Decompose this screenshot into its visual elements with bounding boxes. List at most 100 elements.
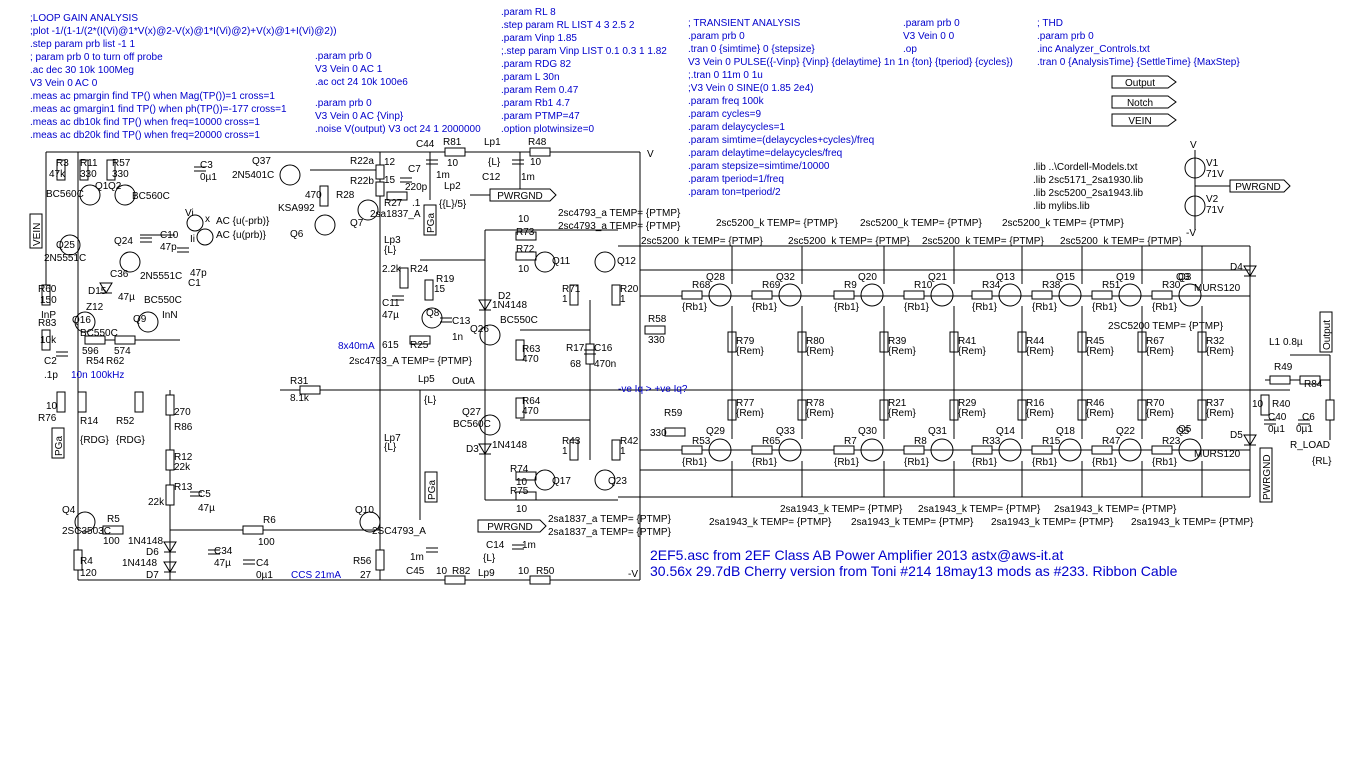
svg-text:10: 10 [530,157,542,168]
pwrgnd-flag-top-label: PWRGND [497,191,543,202]
svg-text:C5: C5 [198,489,211,500]
svg-text:1: 1 [620,446,626,457]
capacitors [56,159,1310,565]
lower-emitter-resistor-value: {Rem} [736,408,764,419]
svg-text:330: 330 [112,169,129,180]
svg-text:47p: 47p [190,268,207,279]
svg-text:C40: C40 [1268,412,1287,423]
upper-transistor [930,283,954,307]
svg-text:C4: C4 [256,558,269,569]
upper-emitter-resistor-label: R80 [806,336,825,347]
pga-flag-left-label: PGa [54,436,65,456]
svg-text:2N5551C: 2N5551C [140,271,182,282]
lower-emitter-resistor-value: {Rem} [888,408,916,419]
svg-text:C16: C16 [594,343,613,354]
output-device-notes: 2sc5200_k TEMP= {PTMP} 2sc5200_k TEMP= {P… [641,218,1254,528]
svg-text:R3: R3 [56,158,69,169]
lower-base-resistor-value: {Rb1} [834,457,860,468]
svg-text:1: 1 [620,294,626,305]
svg-text:V: V [1190,140,1197,151]
svg-text:C45: C45 [406,566,425,577]
pwrgnd-flag-vertical [1259,447,1273,503]
upper-base-resistor-value: {Rb1} [752,302,778,313]
lower-transistor [1058,438,1082,462]
lower-transistor [778,438,802,462]
svg-text:615: 615 [382,340,399,351]
upper-emitter-resistor-value: {Rem} [958,346,986,357]
svg-text:{RDG}: {RDG} [80,435,110,446]
svg-text:Q2: Q2 [108,181,122,192]
svg-text:R5: R5 [107,514,120,525]
svg-text:D7: D7 [146,570,159,581]
svg-text:Q11: Q11 [552,256,571,267]
svg-text:R75: R75 [510,486,529,497]
lower-transistor-label: Q33 [776,426,795,437]
svg-text:Ii: Ii [190,234,195,245]
upper-device-note: 2sc5200_k TEMP= {PTMP} [1060,236,1182,247]
lower-transistor-label: Q22 [1116,426,1135,437]
svg-text:10: 10 [516,504,528,515]
svg-text:0µ1: 0µ1 [1268,424,1285,435]
loop-gain-directives: ;LOOP GAIN ANALYSIS ;plot -1/(1-1/(2*(I(… [30,13,337,141]
transient-directives: ; TRANSIENT ANALYSIS .param prb 0 .tran … [688,18,1013,198]
upper-base-resistor-label: R69 [762,280,781,291]
lower-device-note: 2sa1943_k TEMP= {PTMP} [991,517,1114,528]
upper-base-resistor-label: R10 [914,280,933,291]
svg-text:R17: R17 [566,343,585,354]
svg-text:150: 150 [40,295,57,306]
svg-text:2SC5200 TEMP= {PTMP}: 2SC5200 TEMP= {PTMP} [1108,321,1224,332]
lower-emitter-resistor-value: {Rem} [806,408,834,419]
svg-text:R12: R12 [174,452,193,463]
upper-transistor-label: Q28 [706,272,725,283]
svg-text:Q7: Q7 [350,218,364,229]
svg-text:D4: D4 [1230,262,1243,273]
upper-base-resistor-label: R38 [1042,280,1061,291]
lower-base-resistor-value: {Rb1} [682,457,708,468]
svg-text:10: 10 [516,477,528,488]
upper-transistor-label: Q20 [858,272,877,283]
svg-text:1m: 1m [436,170,450,181]
upper-device-note: 2sc5200_k TEMP= {PTMP} [641,236,763,247]
upper-device-note: 2sc5200_k TEMP= {PTMP} [716,218,838,229]
output-flag [1111,75,1177,89]
lower-base-resistor [681,445,703,455]
svg-text:R84: R84 [1304,379,1323,390]
lower-emitter-resistor-value: {Rem} [1026,408,1054,419]
svg-text:574: 574 [114,346,131,357]
svg-text:0µ1: 0µ1 [200,172,217,183]
svg-text:R14: R14 [80,416,99,427]
svg-text:470: 470 [305,190,322,201]
lower-transistor [708,438,732,462]
lower-emitter-resistor-value: {Rem} [1206,408,1234,419]
svg-text:2sa1837_a TEMP= {PTMP}: 2sa1837_a TEMP= {PTMP} [548,527,672,538]
svg-text:Lp9: Lp9 [478,568,495,579]
svg-text:MURS120: MURS120 [1194,449,1241,460]
svg-text:Q4: Q4 [62,505,76,516]
svg-text:1N4148: 1N4148 [492,300,527,311]
lower-transistor [998,438,1022,462]
svg-text:BC560C: BC560C [46,189,84,200]
lower-base-resistor [1151,445,1173,455]
svg-text:R58: R58 [648,314,667,325]
svg-text:R76: R76 [38,413,57,424]
upper-emitter-resistor-value: {Rem} [1086,346,1114,357]
svg-text:100: 100 [103,536,120,547]
lower-base-resistor [1031,445,1053,455]
upper-base-resistor [1091,290,1113,300]
svg-text:1: 1 [562,294,568,305]
lower-transistor-label: Q14 [996,426,1015,437]
svg-text:Vi: Vi [185,208,194,219]
title-line-2: 30.56x 29.7dB Cherry version from Toni #… [650,563,1178,579]
upper-base-resistor [971,290,993,300]
svg-text:R82: R82 [452,566,471,577]
svg-text:596: 596 [82,346,99,357]
svg-text:1m: 1m [522,540,536,551]
svg-text:Lp3: Lp3 [384,235,401,246]
svg-text:R74: R74 [510,464,529,475]
svg-text:.1: .1 [412,198,421,209]
library-directives: .lib ..\Cordell-Models.txt .lib 2sc5171_… [1033,162,1144,212]
svg-text:22k: 22k [174,462,191,473]
svg-text:{RL}: {RL} [1312,456,1332,467]
svg-text:15: 15 [384,175,396,186]
